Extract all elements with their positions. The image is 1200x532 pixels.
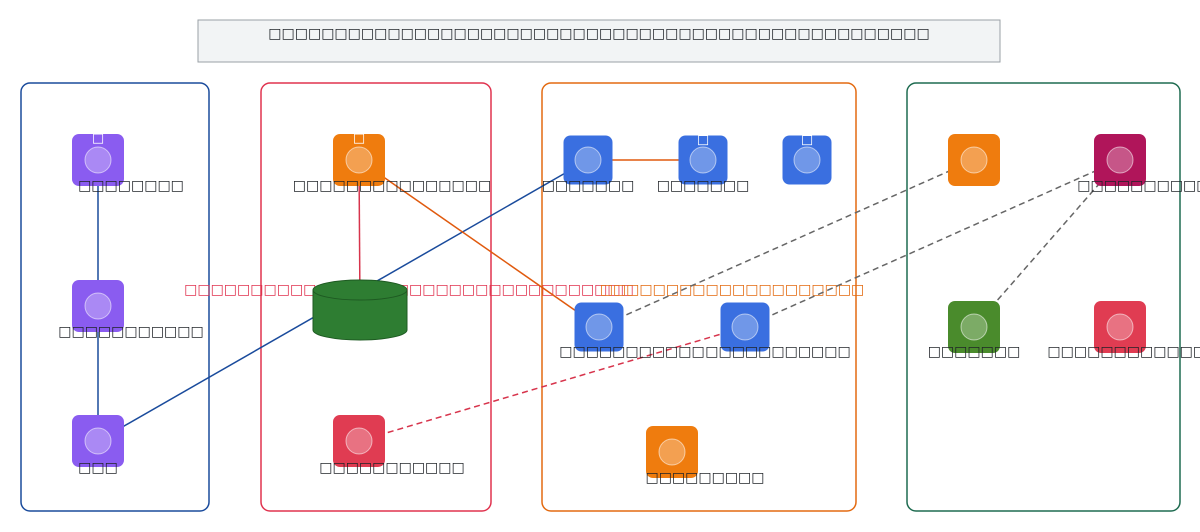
node-label: □□□□□□□□ <box>78 178 184 194</box>
service-icon <box>585 313 613 341</box>
node-tile <box>574 302 624 352</box>
node-tile <box>1094 301 1146 353</box>
edge-n14-to-n15 <box>973 159 1121 328</box>
group-external-border <box>906 82 1181 512</box>
group-external <box>906 82 1181 512</box>
node-n11[interactable]: □□□□□□□□□□□ <box>705 302 851 361</box>
node-label: □□□□□□□□□□□□□□ <box>1047 344 1200 360</box>
node-n2[interactable]: □□□□□□□□□□□ <box>58 280 204 340</box>
node-tile <box>563 135 613 185</box>
service-icon <box>345 146 373 174</box>
node-tile <box>948 134 1000 186</box>
node-n1[interactable]: □□□□□□□□□ <box>72 131 184 194</box>
diagram-title: □□□□□□□□□□□□□□□□□□□□□□□□□□□□□□□□□□□□□□□□… <box>268 26 929 42</box>
database-icon <box>312 279 408 301</box>
node-n3[interactable]: □□□ <box>72 415 124 476</box>
node-icon-glyph: □ <box>92 131 104 146</box>
service-icon <box>84 427 112 455</box>
node-tile <box>72 415 124 467</box>
edge-n11-to-n14 <box>744 159 1121 328</box>
node-tile <box>948 301 1000 353</box>
node-icon-glyph: □ <box>353 131 365 146</box>
service-icon <box>793 146 821 174</box>
group-app-label: □□□□□□□□□□□□□□□□□□□□□□□□□□□□□□□□□□ <box>184 282 634 298</box>
node-label: □□□□□□□□□□□ <box>319 460 465 476</box>
service-icon <box>960 146 988 174</box>
node-label: □□□□□□□□□□□ <box>58 324 204 340</box>
node-tile <box>782 135 832 185</box>
node-tile <box>333 415 385 467</box>
group-services-border <box>541 82 857 512</box>
node-label: □□□ <box>78 460 118 476</box>
node-n16[interactable]: □□□□□□□□□□□□□□ <box>1047 301 1200 360</box>
node-tile <box>72 134 124 186</box>
node-n4[interactable]: □□□□□□□□□□□□□□□□ <box>293 131 491 194</box>
service-icon <box>689 146 717 174</box>
node-n7[interactable]: □□□□□□□ <box>542 135 635 195</box>
service-icon <box>731 313 759 341</box>
node-tile <box>1094 134 1146 186</box>
edge-n10-to-n13 <box>598 159 975 328</box>
node-tile <box>333 134 385 186</box>
service-icon <box>84 146 112 174</box>
node-n14[interactable]: □□□□□□□□□□□ <box>1077 134 1200 194</box>
node-n10[interactable]: □□□□□□□□□□□ <box>559 302 705 361</box>
group-user <box>20 82 210 512</box>
group-app: □□□□□□□□□□□□□□□□□□□□□□□□□□□□□□□□□□ <box>184 82 634 512</box>
node-n5[interactable] <box>312 279 408 341</box>
node-n9[interactable]: □ <box>782 133 832 185</box>
database-body <box>312 290 408 341</box>
service-icon <box>1106 313 1134 341</box>
node-n12[interactable]: □□□□□□□□□ <box>645 426 765 486</box>
node-icon-glyph: □ <box>801 133 813 148</box>
service-icon <box>1106 146 1134 174</box>
node-label: □□□□□□□ <box>928 344 1021 360</box>
node-label: □□□□□□□□□□□ <box>705 344 851 360</box>
node-tile <box>720 302 770 352</box>
node-n6[interactable]: □□□□□□□□□□□ <box>319 415 465 476</box>
service-icon <box>345 427 373 455</box>
node-label: □□□□□□□□□□□□□□□ <box>293 178 491 194</box>
service-icon <box>84 292 112 320</box>
group-app-border <box>260 82 492 512</box>
node-tile <box>646 426 698 478</box>
node-tile <box>72 280 124 332</box>
node-icon-glyph: □ <box>697 133 709 148</box>
service-icon <box>658 438 686 466</box>
node-n8[interactable]: □□□□□□□□ <box>657 133 750 195</box>
service-icon <box>960 313 988 341</box>
node-n15[interactable]: □□□□□□□ <box>928 301 1021 360</box>
edge-n4-to-n10 <box>358 159 600 328</box>
node-n13[interactable] <box>948 134 1000 186</box>
service-icon <box>574 146 602 174</box>
group-user-border <box>20 82 210 512</box>
group-services-label: □□□□□□□□□□□□□□□□□□□□ <box>600 282 865 298</box>
node-label: □□□□□□□ <box>542 178 635 194</box>
node-label: □□□□□□□□□□□ <box>559 344 705 360</box>
node-label: □□□□□□□□□ <box>645 470 764 486</box>
edge-n6-to-n11 <box>358 325 746 442</box>
group-services: □□□□□□□□□□□□□□□□□□□□ <box>541 82 865 512</box>
node-label: □□□□□□□□□□□ <box>1077 178 1200 194</box>
diagram-title-banner: □□□□□□□□□□□□□□□□□□□□□□□□□□□□□□□□□□□□□□□□… <box>197 19 1001 63</box>
node-label: □□□□□□□ <box>657 178 750 194</box>
node-tile <box>678 135 728 185</box>
